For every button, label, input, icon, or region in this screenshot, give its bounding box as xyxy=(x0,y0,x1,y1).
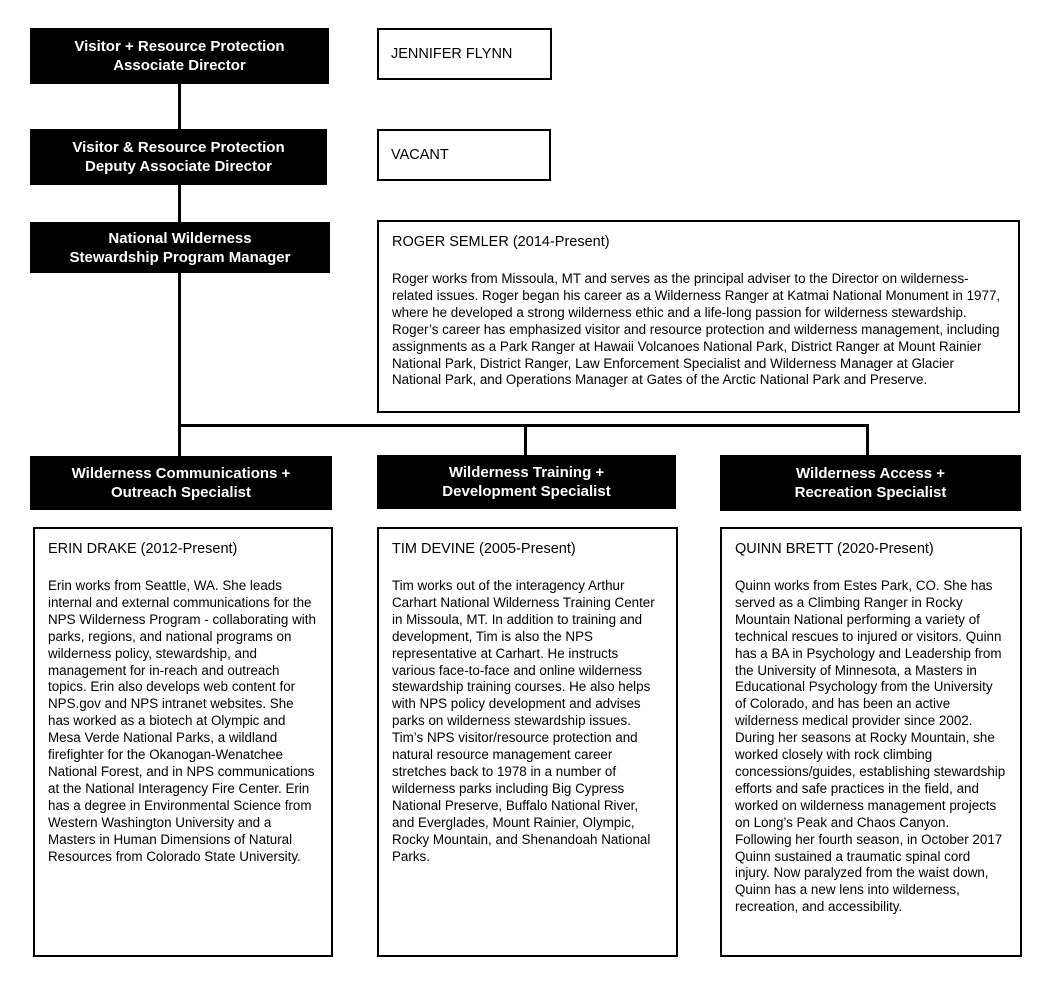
bio-text: Quinn works from Estes Park, CO. She has… xyxy=(735,578,1006,915)
connector-manager-specialists xyxy=(178,272,181,458)
connector-level2-manager xyxy=(178,184,181,223)
connector-horizontal-bar xyxy=(178,424,869,427)
person-name: QUINN BRETT (2020-Present) xyxy=(735,541,934,557)
role-box-communications-outreach-specialist: Wilderness Communications + Outreach Spe… xyxy=(30,456,332,510)
bio-text: Roger works from Missoula, MT and serves… xyxy=(392,271,1001,388)
bio-text: Tim works out of the interagency Arthur … xyxy=(392,578,655,864)
connector-level1-level2 xyxy=(178,84,181,129)
bio-text: Erin works from Seattle, WA. She leads i… xyxy=(48,578,316,864)
connector-drop-training xyxy=(524,427,527,456)
role-box-deputy-associate-director: Visitor & Resource Protection Deputy Ass… xyxy=(30,129,327,185)
bio-box-quinn-brett: QUINN BRETT (2020-Present) Quinn works f… xyxy=(720,527,1022,957)
person-name: ERIN DRAKE (2012-Present) xyxy=(48,541,238,557)
bio-box-tim-devine: TIM DEVINE (2005-Present) Tim works out … xyxy=(377,527,678,957)
role-box-stewardship-program-manager: National Wilderness Stewardship Program … xyxy=(30,222,330,273)
person-name: TIM DEVINE (2005-Present) xyxy=(392,541,576,557)
person-box-vacant: VACANT xyxy=(377,129,551,181)
person-name: ROGER SEMLER (2014-Present) xyxy=(392,234,610,250)
bio-box-erin-drake: ERIN DRAKE (2012-Present) Erin works fro… xyxy=(33,527,333,957)
person-box-jennifer-flynn: JENNIFER FLYNN xyxy=(377,28,552,80)
bio-box-roger-semler: ROGER SEMLER (2014-Present) Roger works … xyxy=(377,220,1020,413)
connector-drop-access xyxy=(866,427,869,456)
role-box-training-development-specialist: Wilderness Training + Development Specia… xyxy=(377,455,676,509)
role-box-access-recreation-specialist: Wilderness Access + Recreation Specialis… xyxy=(720,455,1021,511)
role-box-associate-director: Visitor + Resource Protection Associate … xyxy=(30,28,329,84)
